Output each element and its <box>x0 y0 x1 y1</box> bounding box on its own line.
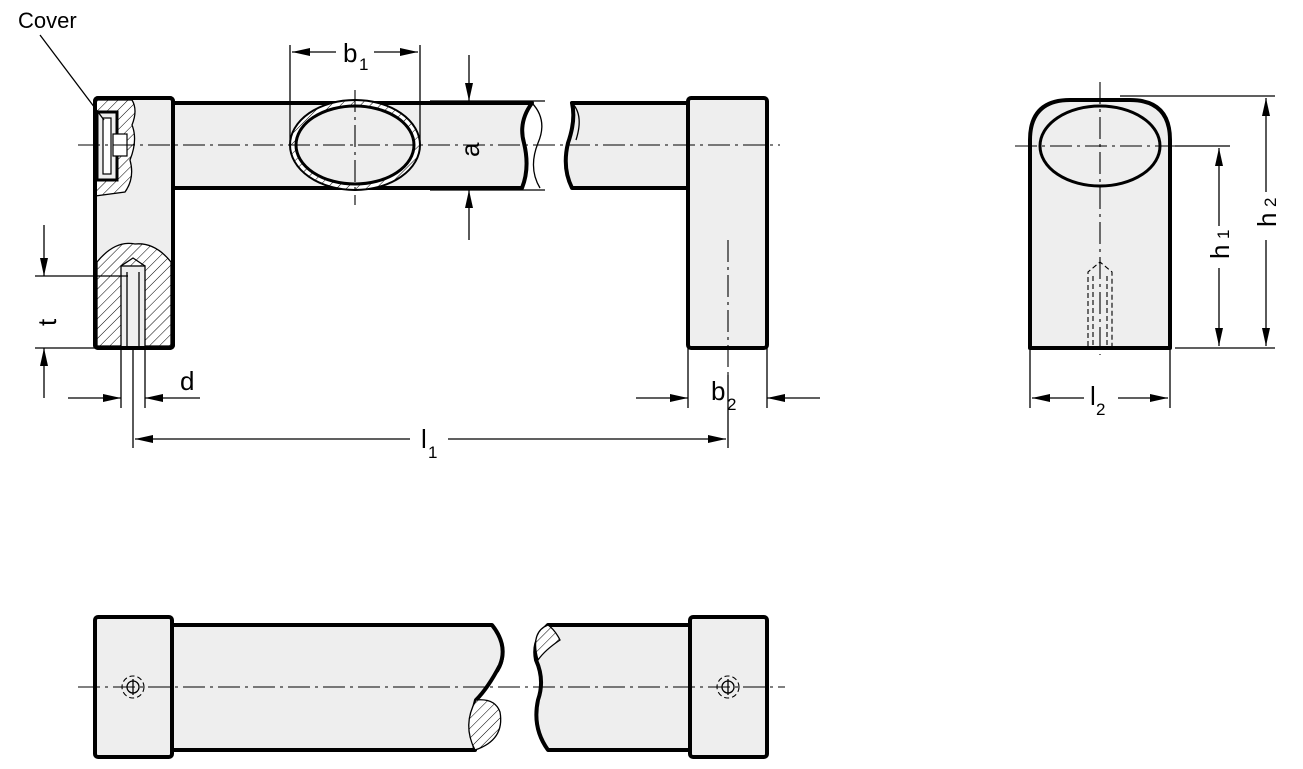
svg-text:a: a <box>455 142 485 157</box>
svg-text:b: b <box>711 376 725 406</box>
svg-text:l: l <box>1090 381 1096 411</box>
side-hidden-bore <box>1087 261 1113 346</box>
dimension-b2: b 2 <box>636 348 820 414</box>
thread-bore <box>120 265 146 349</box>
left-leg-outline <box>93 96 175 350</box>
dimension-h2: h 2 <box>1120 95 1282 346</box>
svg-text:1: 1 <box>359 55 368 74</box>
svg-text:h: h <box>1252 213 1282 227</box>
svg-text:1: 1 <box>428 443 437 462</box>
bar-right-part <box>563 101 690 190</box>
top-view <box>78 615 785 759</box>
dimension-h1: h 1 <box>1175 145 1275 349</box>
svg-text:b: b <box>343 38 357 68</box>
side-view <box>1015 82 1190 355</box>
cover-label: Cover <box>18 8 77 33</box>
svg-text:l: l <box>421 424 427 454</box>
svg-text:2: 2 <box>727 395 736 414</box>
svg-text:2: 2 <box>1261 198 1280 207</box>
svg-text:d: d <box>180 366 194 396</box>
cover-leader <box>39 34 105 121</box>
svg-text:2: 2 <box>1096 400 1105 419</box>
front-view <box>78 90 780 375</box>
dimension-d: d <box>68 348 200 408</box>
dimension-b1: b 1 <box>289 38 421 145</box>
svg-text:h: h <box>1205 245 1235 259</box>
dimension-t: t <box>32 225 128 398</box>
dimension-l1: l 1 <box>132 348 729 462</box>
svg-text:1: 1 <box>1214 230 1233 239</box>
dimension-l2: l 2 <box>1029 350 1171 419</box>
dimension-a: a <box>430 55 545 240</box>
svg-text:t: t <box>32 318 62 326</box>
